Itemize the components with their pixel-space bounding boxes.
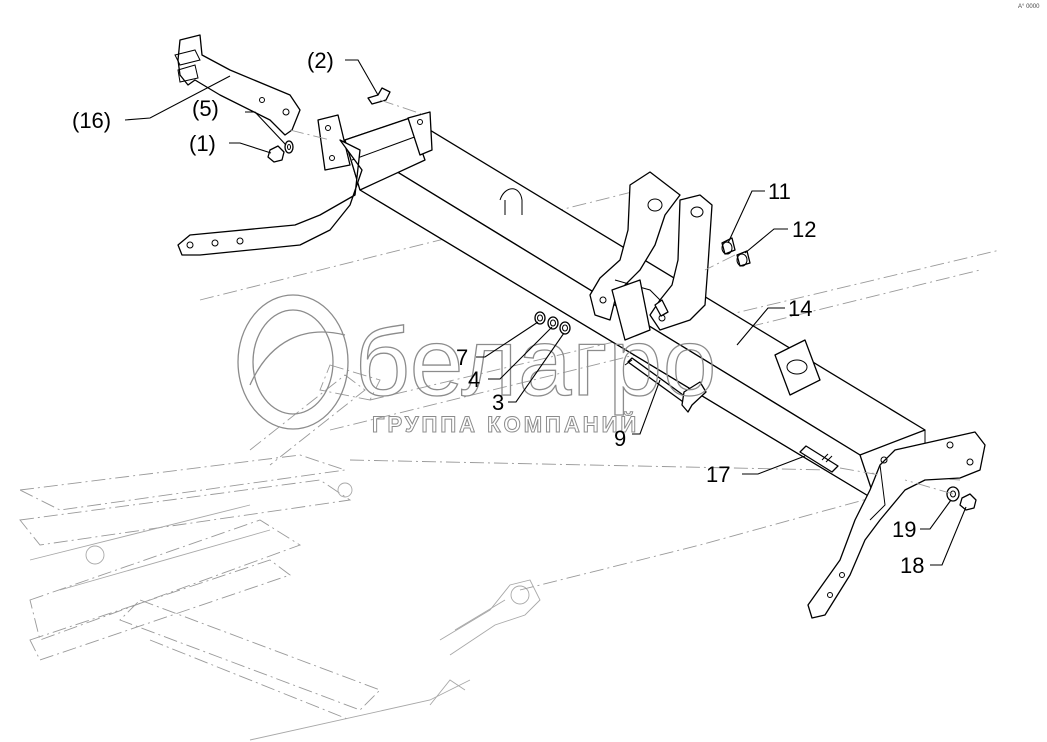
callout-7: 7 — [456, 345, 468, 370]
pin-9 — [624, 357, 707, 413]
washer-5 — [284, 140, 294, 154]
leader-lines — [124, 59, 967, 566]
watermark-tagline: ГРУППА КОМПАНИЙ — [372, 412, 639, 437]
center-mast — [589, 171, 713, 341]
leader-7 — [476, 321, 539, 358]
callout-5: (5) — [192, 96, 219, 121]
leader-16 — [124, 75, 231, 121]
leader-4 — [488, 326, 553, 380]
leader-19 — [920, 499, 952, 530]
leader-2 — [345, 59, 379, 96]
nut-18 — [959, 493, 977, 511]
leader-5 — [245, 111, 287, 146]
callout-17: 17 — [706, 462, 730, 487]
watermark-logo-inner — [252, 309, 334, 415]
watermark-logo-swoosh — [249, 331, 346, 386]
leader-17 — [742, 455, 806, 475]
callout-16: (16) — [72, 108, 111, 133]
washers-3-4-7 — [534, 311, 571, 335]
bracket-16 — [174, 34, 301, 136]
nut-1 — [267, 145, 285, 163]
callout-19: 19 — [892, 517, 916, 542]
bolt-17 — [799, 445, 839, 473]
watermark-logo-text: белагро — [355, 309, 717, 416]
callout-3: 3 — [492, 390, 504, 415]
callout-4: 4 — [468, 367, 480, 392]
bushing-12 — [736, 250, 751, 267]
leader-3 — [508, 332, 565, 403]
leader-9 — [632, 379, 661, 435]
watermark: белагро ГРУППА КОМПАНИЙ — [237, 294, 717, 438]
callout-labels: (16) (5) (1) (2) 11 12 14 7 4 3 9 17 19 … — [72, 48, 924, 578]
leader-12 — [744, 228, 788, 254]
assembly-lines — [289, 99, 954, 495]
left-hitch-arm — [177, 139, 363, 256]
callout-14: 14 — [788, 296, 812, 321]
bushing-11 — [721, 237, 736, 255]
callout-9: 9 — [614, 426, 626, 451]
leader-11 — [727, 190, 765, 244]
leader-18 — [930, 506, 967, 566]
leader-14 — [736, 307, 785, 346]
leader-1 — [229, 142, 272, 154]
left-flange-plate — [317, 111, 433, 171]
watermark-logo-ring — [237, 294, 349, 430]
bolt-2 — [367, 87, 391, 105]
callout-18: 18 — [900, 553, 924, 578]
callout-11: 11 — [768, 179, 791, 204]
corner-mark: A° 0000 — [1018, 4, 1040, 10]
callout-2: (2) — [307, 48, 334, 73]
right-hitch-arm — [807, 431, 986, 619]
callout-12: 12 — [792, 217, 816, 242]
phantom-frame — [18, 189, 1001, 741]
callout-1: (1) — [189, 131, 216, 156]
